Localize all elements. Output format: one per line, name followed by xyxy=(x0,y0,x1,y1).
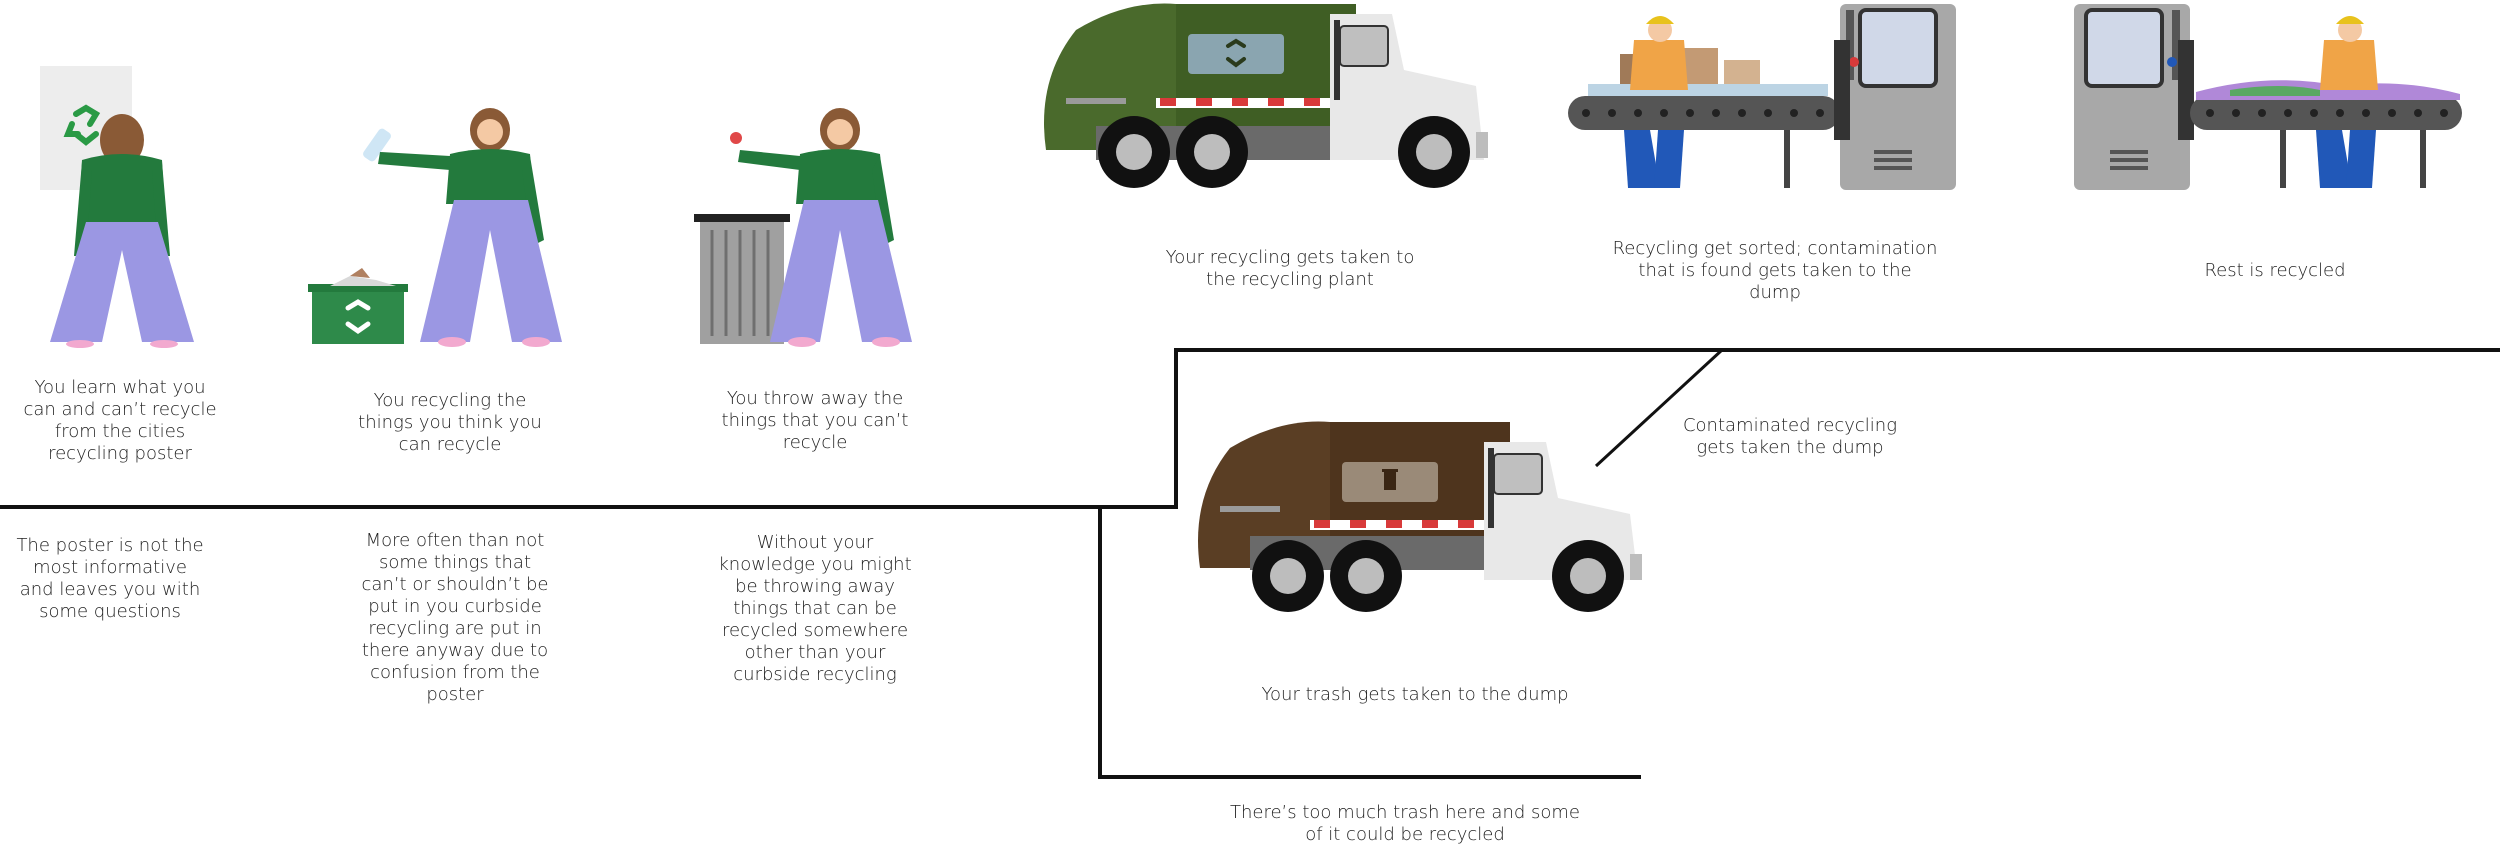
caption-contaminated: Contaminated recycling gets taken the du… xyxy=(1682,415,1898,458)
sorting-machine-icon xyxy=(2074,4,2194,190)
worker xyxy=(2316,16,2378,188)
person-with-poster-illustration xyxy=(40,66,194,348)
pants xyxy=(50,222,194,342)
sweater xyxy=(446,149,534,204)
caption-learn: You learn what you can and can’t recycle… xyxy=(23,377,217,464)
trash-can-icon xyxy=(694,214,790,344)
problem-poster: The poster is not the most informative a… xyxy=(16,535,204,622)
recycling-truck-illustration xyxy=(1044,3,1488,188)
dump-branch-line xyxy=(1098,507,1641,779)
sweater xyxy=(796,149,884,204)
pants xyxy=(420,200,562,342)
recycle-icon xyxy=(63,104,101,146)
sorting-machine-icon xyxy=(1834,4,1956,190)
caption-sorted: Recycling get sorted; contamination that… xyxy=(1612,238,1938,303)
truck-icon xyxy=(1198,421,1642,612)
person-recycling-illustration xyxy=(308,108,562,347)
sorted-recyclables xyxy=(2196,80,2460,100)
recycle-icon xyxy=(345,299,371,335)
hair xyxy=(100,114,144,166)
problem-curbside: More often than not some things that can… xyxy=(361,530,549,705)
worker xyxy=(1624,16,1688,188)
recycling-bin xyxy=(308,268,408,344)
conveyor-icon xyxy=(2190,96,2462,188)
bottle xyxy=(363,128,391,162)
conveyor-icon xyxy=(1568,96,1840,188)
truck-icon xyxy=(1044,3,1488,188)
sorting-illustration xyxy=(1568,4,1956,190)
caption-dump: Your trash gets taken to the dump xyxy=(1261,684,1569,705)
caption-plant: Your recycling gets taken to the recycli… xyxy=(1165,247,1415,290)
problem-too-much-trash: There’s too much trash here and some of … xyxy=(1229,802,1580,845)
recycle-icon xyxy=(1226,38,1246,68)
pants xyxy=(770,200,912,342)
sweater xyxy=(78,154,166,230)
recyclables-pile xyxy=(1588,48,1828,96)
caption-rest: Rest is recycled xyxy=(2204,260,2346,281)
trash-truck-illustration xyxy=(1198,421,1642,612)
caption-recycle: You recycling the things you think you c… xyxy=(358,390,542,455)
rest-recycled-illustration xyxy=(2074,4,2462,190)
main-timeline-line xyxy=(0,348,2500,509)
person-throwing-away-illustration xyxy=(694,108,912,347)
caption-throw: You throw away the things that you can’t… xyxy=(721,388,909,453)
problem-knowledge: Without your knowledge you might be thro… xyxy=(718,532,912,685)
contamination-branch-line xyxy=(1594,348,1724,468)
trash-can-icon xyxy=(1382,469,1398,490)
apple-core xyxy=(730,132,742,144)
